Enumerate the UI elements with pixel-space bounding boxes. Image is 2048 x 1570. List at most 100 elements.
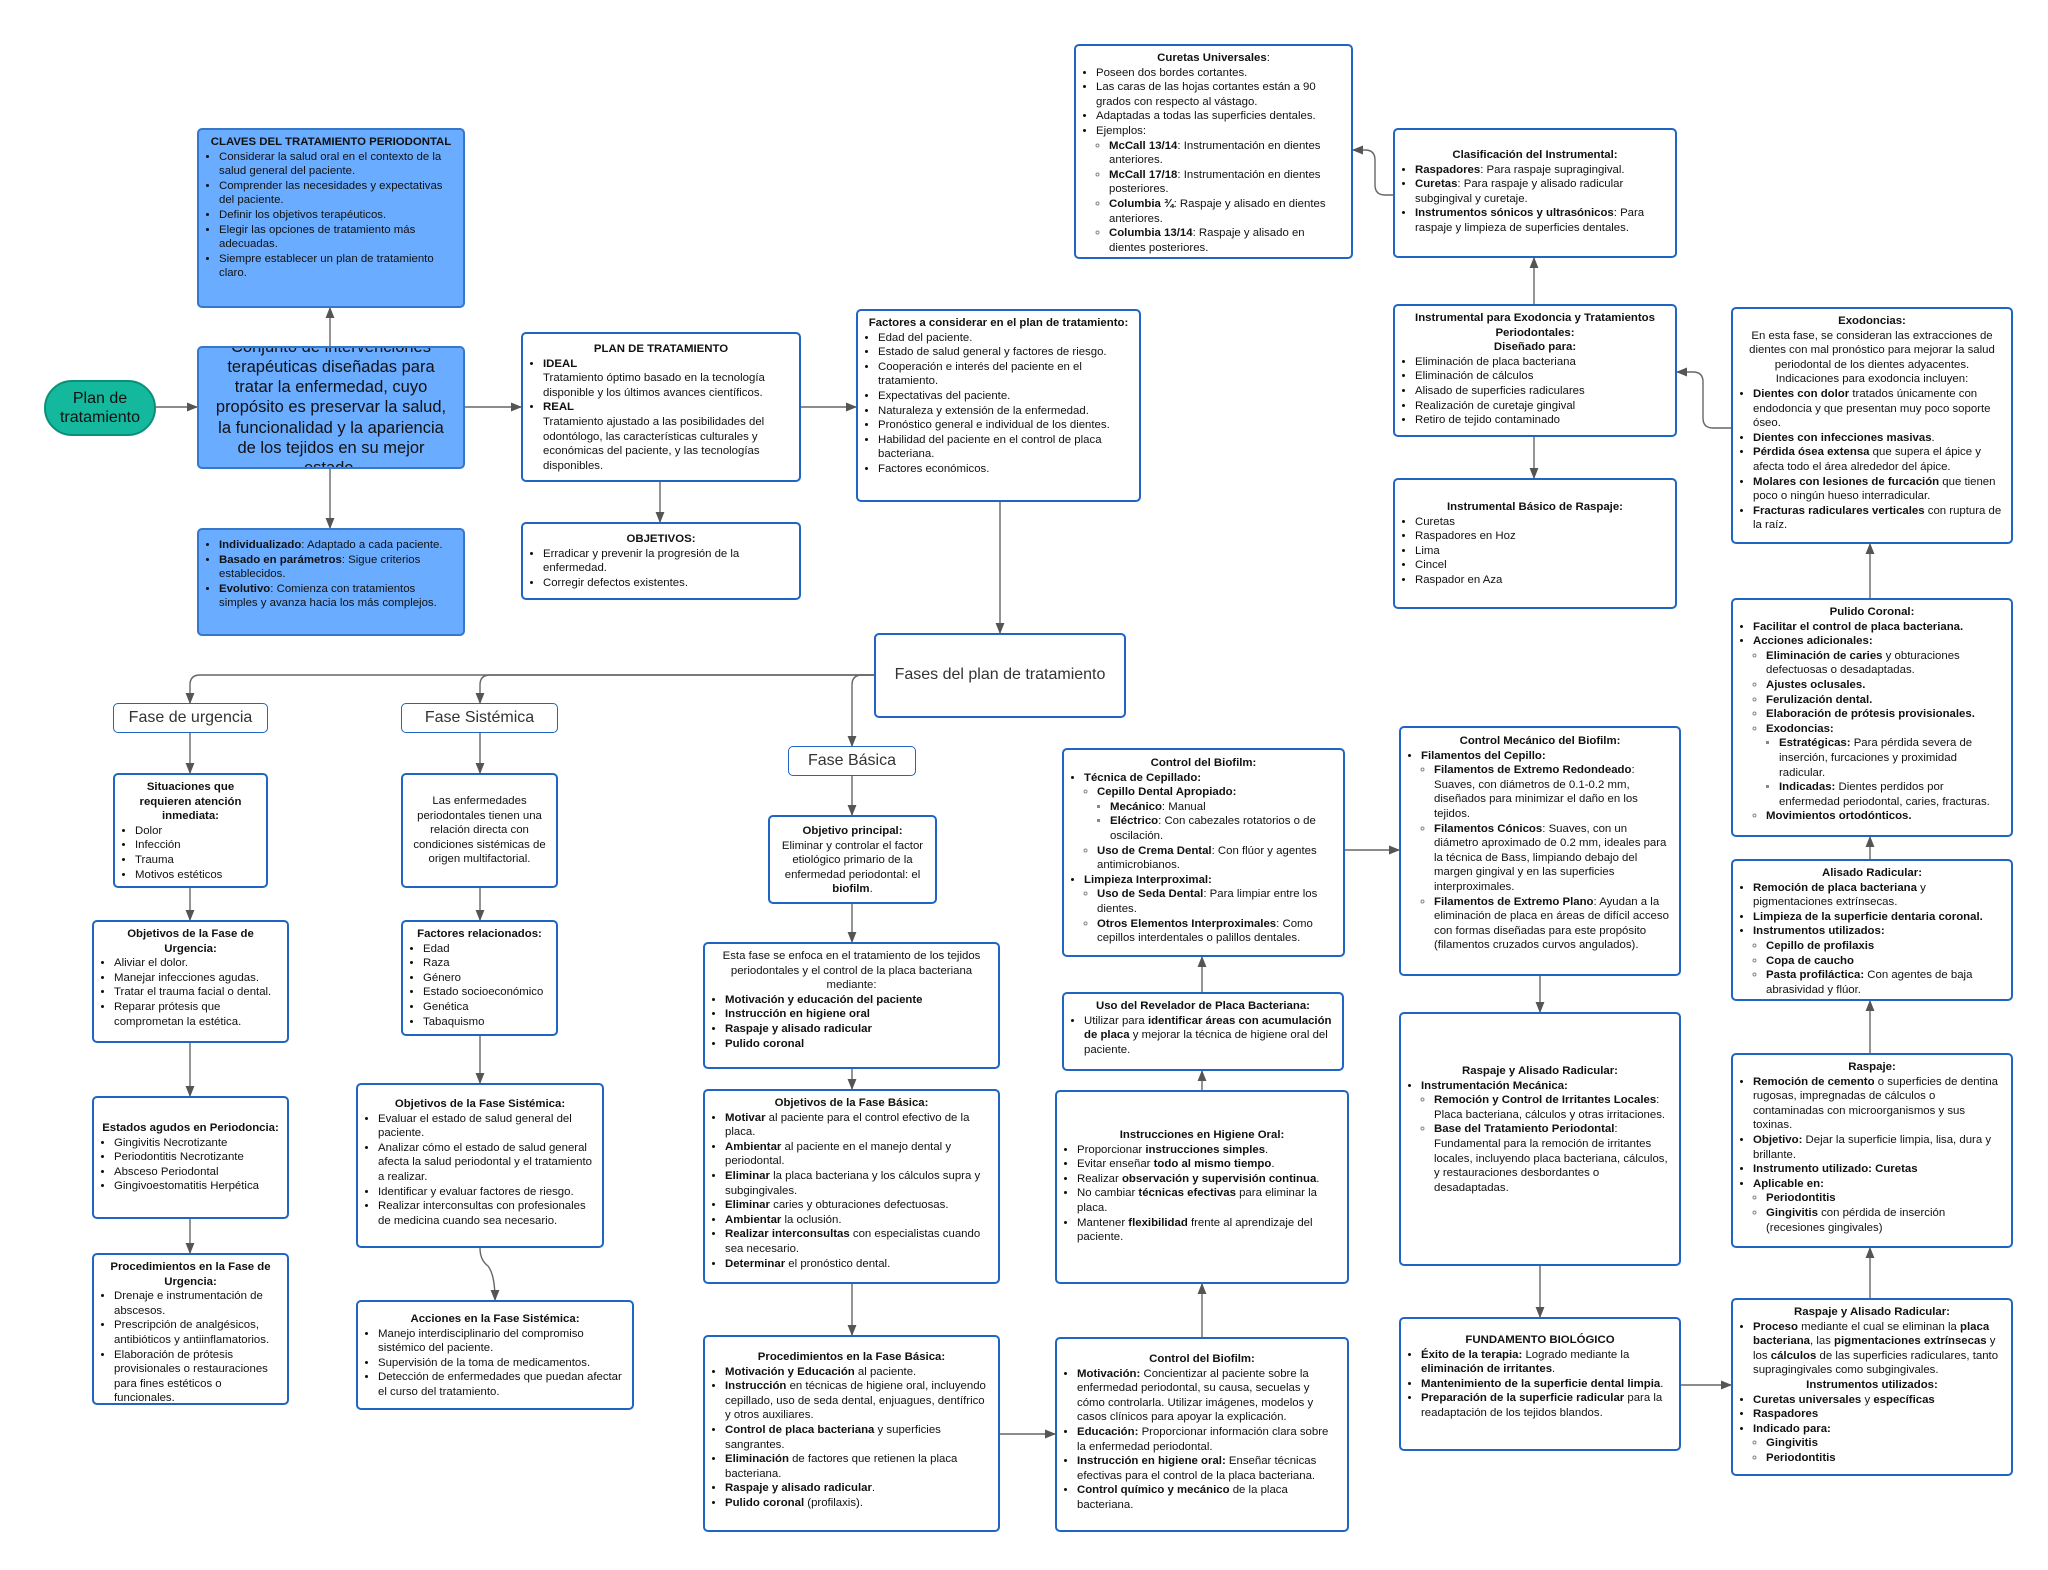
objetivos-title: OBJETIVOS: (626, 533, 696, 545)
sistemica-objetivos-node: Objetivos de la Fase Sistémica: Evaluar … (356, 1083, 604, 1248)
raspaje-mid-item: Base del Tratamiento Periodontal: Fundam… (1434, 1122, 1671, 1195)
urgencia-situaciones-node: Situaciones que requieren atención inmed… (113, 773, 268, 888)
instrumental-basico-item: Lima (1415, 544, 1667, 559)
sistemica-accion-item: Detección de enfermedades que puedan afe… (378, 1370, 624, 1399)
revelador-item: Utilizar para identificar áreas con acum… (1084, 1014, 1334, 1058)
mecanico-node: Control Mecánico del Biofilm: Filamentos… (1399, 726, 1681, 976)
edge-sis-4 (479, 1247, 500, 1302)
raspaje-br-node: Raspaje y Alisado Radicular: Proceso med… (1731, 1298, 2013, 1476)
basica-objetivo-item: Ambientar al paciente en el manejo denta… (725, 1140, 990, 1169)
biofilm-bottom-node: Control del Biofilm: Motivación: Concien… (1055, 1337, 1349, 1532)
pulido-node: Pulido Coronal: Facilitar el control de … (1731, 598, 2013, 837)
urgencia-situacion-item: Infección (135, 838, 258, 853)
sistemica-intro-node: Las enfermedades periodontales tienen un… (401, 773, 558, 888)
basica-procedimiento-item: Raspaje y alisado radicular. (725, 1481, 990, 1496)
sistemica-factor-item: Raza (423, 956, 548, 971)
urgencia-objetivo-item: Reparar prótesis que comprometan la esté… (114, 1000, 279, 1029)
factores-item: Expectativas del paciente. (878, 389, 1131, 404)
instrumental-basico-item: Raspador en Aza (1415, 573, 1667, 588)
raspaje-mid-node: Raspaje y Alisado Radicular: Instrumenta… (1399, 1012, 1681, 1266)
biofilm-interproximal-item: Limpieza Interproximal: Uso de Seda Dent… (1084, 873, 1335, 946)
mecanico-filamento-item: Filamentos de Extremo Plano: Ayudan a la… (1434, 895, 1671, 953)
basica-enfoque-item: Motivación y educación del paciente (725, 993, 990, 1008)
sistemica-objetivo-item: Evaluar el estado de salud general del p… (378, 1112, 594, 1141)
basica-objetivo-item: Determinar el pronóstico dental. (725, 1257, 990, 1272)
instrumental-basico-item: Curetas (1415, 515, 1667, 530)
basica-procedimiento-item: Motivación y Educación al paciente. (725, 1365, 990, 1380)
mecanico-filamento-item: Filamentos Cónicos: Suaves, con un diáme… (1434, 822, 1671, 895)
urgencia-situacion-item: Motivos estéticos (135, 868, 258, 883)
clasificacion-node: Clasificación del Instrumental: Raspador… (1393, 128, 1677, 258)
instrumental-exo-node: Instrumental para Exodoncia y Tratamient… (1393, 304, 1677, 437)
basica-objetivo-item: Eliminar caries y obturaciones defectuos… (725, 1198, 990, 1213)
basica-enfoque-node: Esta fase se enfoca en el tratamiento de… (703, 942, 1000, 1069)
basica-objetivo-item: Realizar interconsultas con especialista… (725, 1227, 990, 1256)
objetivos-item: Corregir defectos existentes. (543, 576, 791, 591)
objetivos-item: Erradicar y prevenir la progresión de la… (543, 547, 791, 576)
curetas-node: Curetas Universales: Poseen dos bordes c… (1074, 44, 1353, 259)
factores-node: Factores a considerar en el plan de trat… (856, 309, 1141, 502)
instrumental-exo-item: Retiro de tejido contaminado (1415, 413, 1667, 428)
sistemica-accion-item: Supervisión de la toma de medicamentos. (378, 1356, 624, 1371)
urgencia-objetivos-node: Objetivos de la Fase de Urgencia: Alivia… (92, 920, 289, 1043)
basica-enfoque-item: Pulido coronal (725, 1037, 990, 1052)
edge-fases-basica (847, 674, 874, 748)
instrucciones-item: Mantener flexibilidad frente al aprendiz… (1077, 1216, 1339, 1245)
claves-item: Comprender las necesidades y expectativa… (219, 179, 455, 208)
raspaje-mid-item: Remoción y Control de Irritantes Locales… (1434, 1093, 1671, 1122)
fases-label: Fases del plan de tratamiento (894, 666, 1106, 684)
fundamento-node: FUNDAMENTO BIOLÓGICO Éxito de la terapia… (1399, 1317, 1681, 1451)
sistemica-factor-item: Estado socioeconómico (423, 985, 548, 1000)
claves-title: CLAVES DEL TRATAMIENTO PERIODONTAL (210, 136, 452, 148)
urgencia-objetivo-item: Aliviar el dolor. (114, 956, 279, 971)
edge-fases-urgencia (185, 674, 874, 705)
claves-item: Definir los objetivos terapéuticos. (219, 208, 455, 223)
urgencia-procedimientos-node: Procedimientos en la Fase de Urgencia: D… (92, 1253, 289, 1405)
instrucciones-item: Proporcionar instrucciones simples. (1077, 1143, 1339, 1158)
basica-procedimiento-item: Eliminación de factores que retienen la … (725, 1452, 990, 1481)
biofilm-bottom-item: Educación: Proporcionar información clar… (1077, 1425, 1339, 1454)
claves-item: Siempre establecer un plan de tratamient… (219, 252, 455, 281)
basica-procedimiento-item: Control de placa bacteriana y superficie… (725, 1423, 990, 1452)
definition-text: Conjunto de intervenciones terapéuticas … (215, 346, 447, 469)
sistemica-acciones-node: Acciones en la Fase Sistémica: Manejo in… (356, 1300, 634, 1410)
factores-item: Cooperación e interés del paciente en el… (878, 360, 1131, 389)
root-label: Plan de tratamiento (59, 389, 141, 426)
alisado-node: Alisado Radicular: Remoción de placa bac… (1731, 859, 2013, 1001)
raspaje-r-node: Raspaje: Remoción de cemento o superfici… (1731, 1053, 2013, 1248)
urgencia-estado-item: Absceso Periodontal (114, 1165, 279, 1180)
instrumental-exo-item: Alisado de superficies radiculares (1415, 384, 1667, 399)
factores-item: Estado de salud general y factores de ri… (878, 345, 1131, 360)
factores-item: Habilidad del paciente en el control de … (878, 433, 1131, 462)
urgencia-objetivo-item: Manejar infecciones agudas. (114, 971, 279, 986)
instrucciones-node: Instrucciones en Higiene Oral: Proporcio… (1055, 1090, 1349, 1284)
fundamento-item: Éxito de la terapia: Logrado mediante la… (1421, 1348, 1671, 1377)
biofilm-top-node: Control del Biofilm: Técnica de Cepillad… (1062, 748, 1345, 957)
basica-objetivos-node: Objetivos de la Fase Básica: Motivar al … (703, 1089, 1000, 1284)
root-node: Plan de tratamiento (44, 380, 156, 436)
objetivos-node: OBJETIVOS: Erradicar y prevenir la progr… (521, 522, 801, 600)
caracteristica-item: Individualizado: Adaptado a cada pacient… (219, 538, 455, 553)
fundamento-item: Mantenimiento de la superficie dental li… (1421, 1377, 1671, 1392)
definition-node: Conjunto de intervenciones terapéuticas … (197, 346, 465, 469)
biofilm-bottom-item: Control químico y mecánico de la placa b… (1077, 1483, 1339, 1512)
plan-title: PLAN DE TRATAMIENTO (593, 343, 729, 355)
caracteristica-item: Evolutivo: Comienza con tratamientos sim… (219, 582, 455, 611)
basica-procedimientos-node: Procedimientos en la Fase Básica: Motiva… (703, 1335, 1000, 1532)
basica-objetivo-item: Ambientar la oclusión. (725, 1213, 990, 1228)
urgencia-situacion-item: Dolor (135, 824, 258, 839)
biofilm-bottom-item: Motivación: Concientizar al paciente sob… (1077, 1367, 1339, 1425)
fase-sistemica-label: Fase Sistémica (401, 703, 558, 733)
factores-item: Edad del paciente. (878, 331, 1131, 346)
sistemica-factor-item: Edad (423, 942, 548, 957)
fases-node: Fases del plan de tratamiento (874, 633, 1126, 718)
sistemica-accion-item: Manejo interdisciplinario del compromiso… (378, 1327, 624, 1356)
biofilm-cepillado-item: Técnica de Cepillado: Cepillo Dental Apr… (1084, 771, 1335, 873)
urgencia-estados-node: Estados agudos en Periodoncia: Gingiviti… (92, 1096, 289, 1219)
instrucciones-item: No cambiar técnicas efectivas para elimi… (1077, 1186, 1339, 1215)
instrumental-exo-item: Eliminación de cálculos (1415, 369, 1667, 384)
urgencia-estado-item: Periodontitis Necrotizante (114, 1150, 279, 1165)
